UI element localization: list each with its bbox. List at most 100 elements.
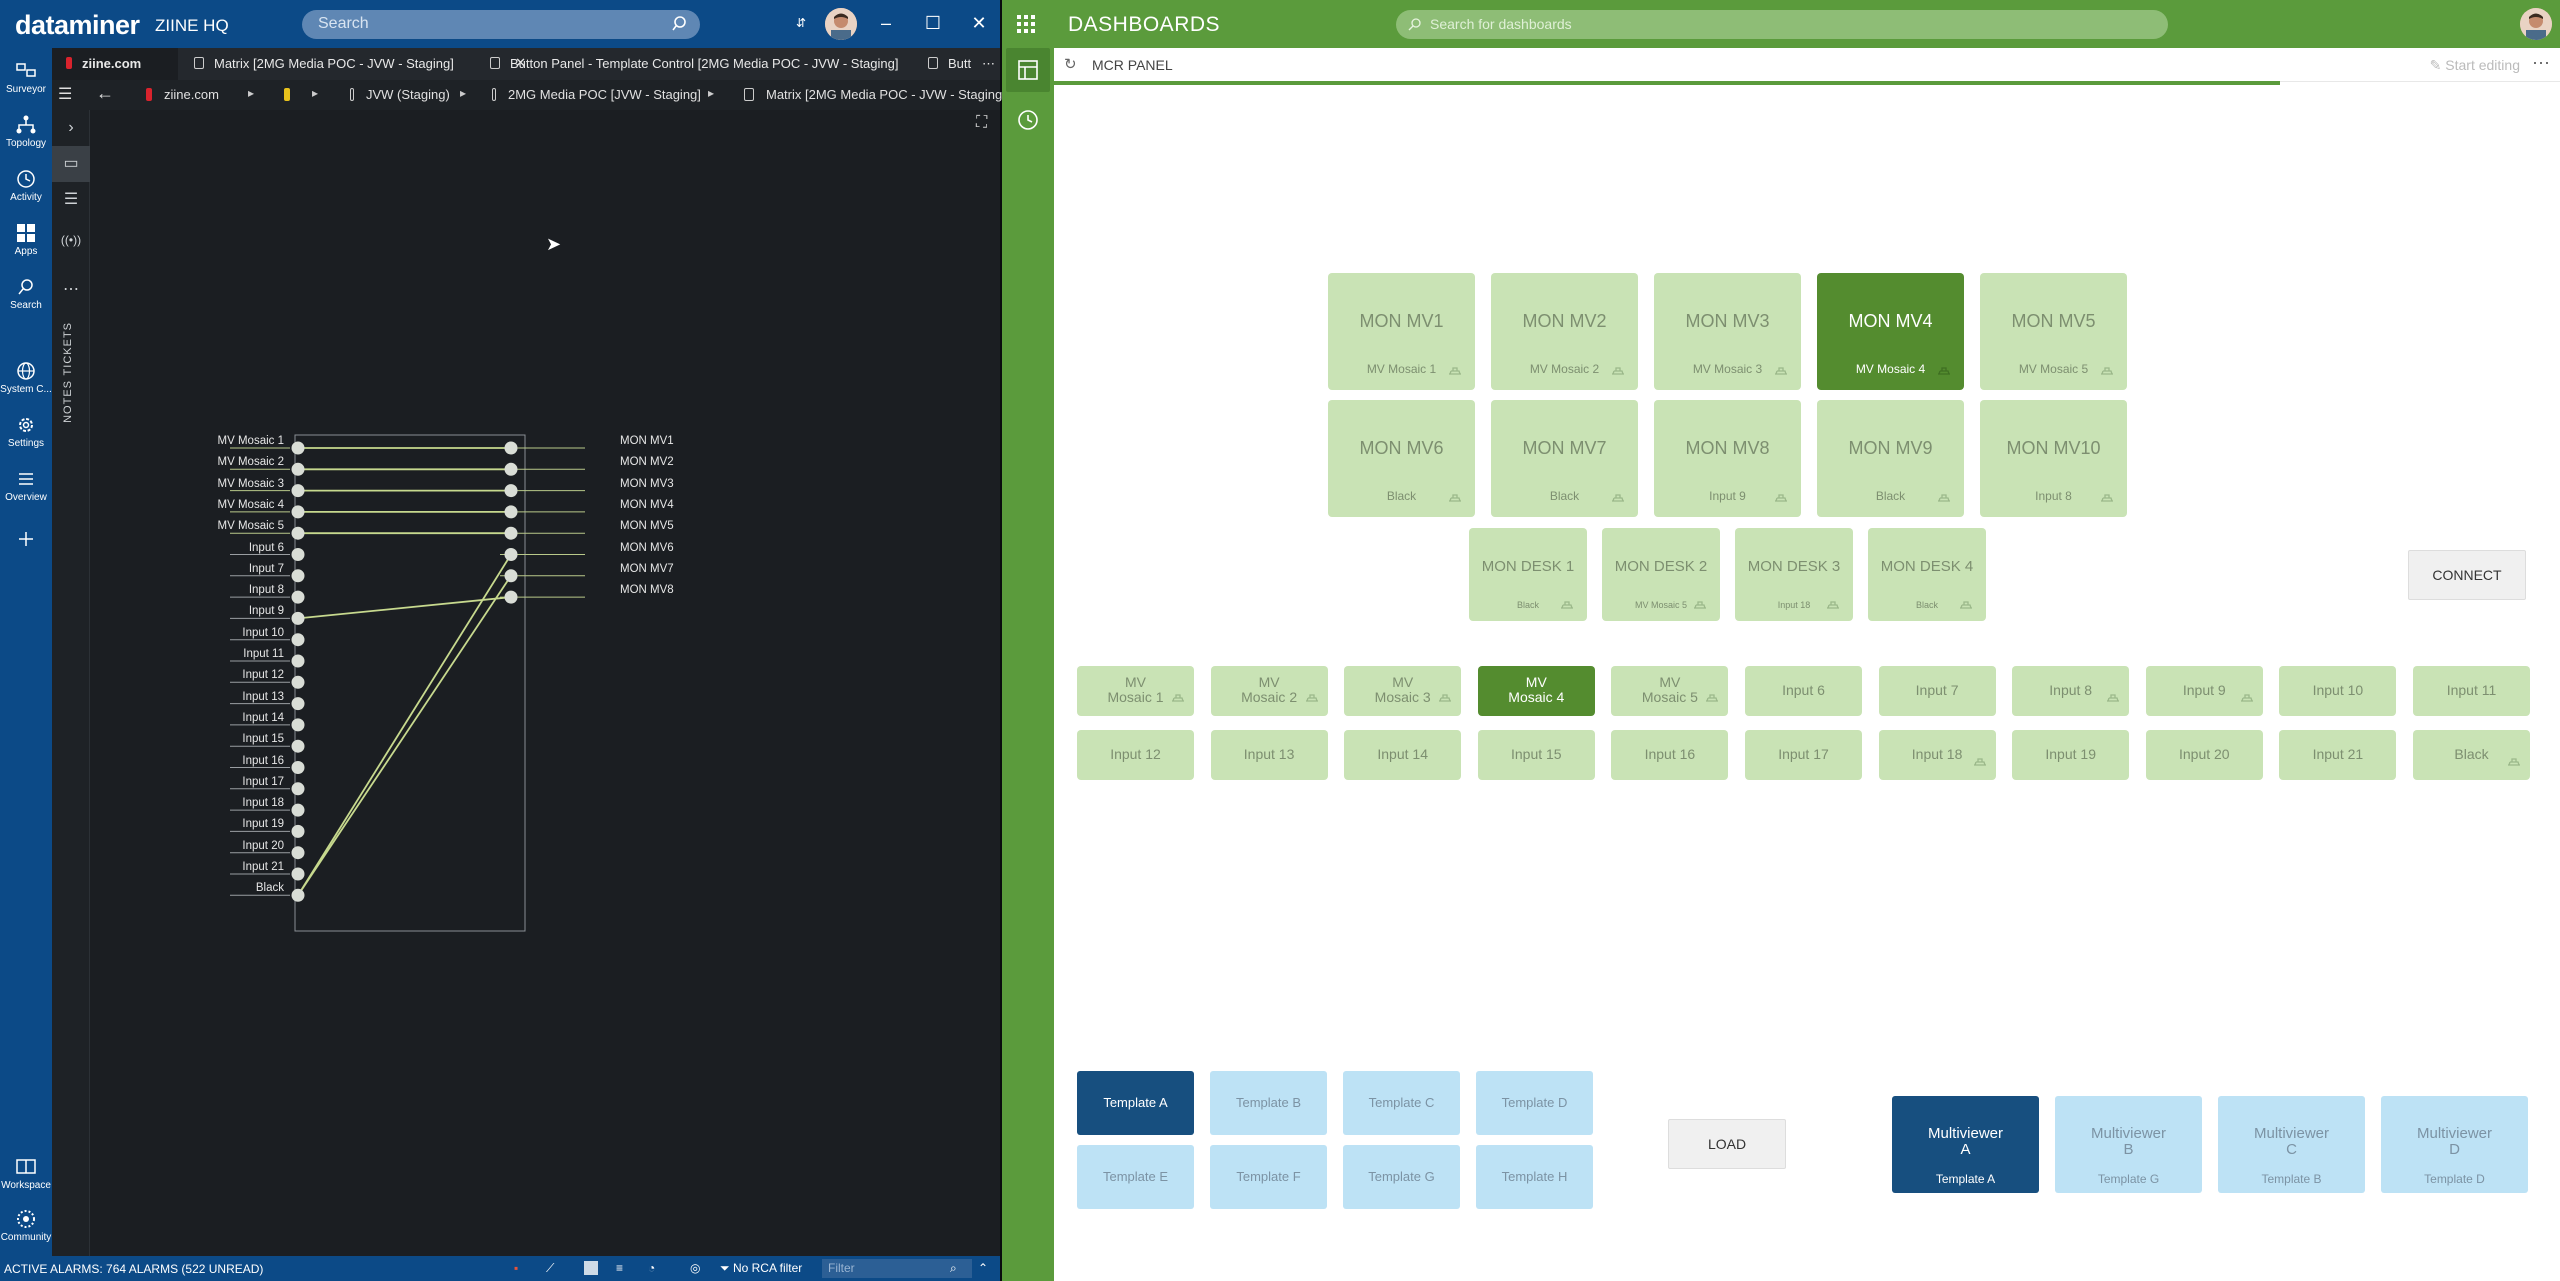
history-nav-item[interactable] [1014,106,1042,134]
input-node[interactable] [291,654,305,668]
input-node[interactable] [291,803,305,817]
source-button[interactable]: Input 14 [1344,730,1462,780]
tab-button-panel[interactable]: Button Panel - Template Control [2MG Med… [490,48,910,80]
dashboards-search-input[interactable]: Search for dashboards [1396,10,2168,39]
expand-chevron-icon[interactable]: › [68,119,74,136]
template-button[interactable]: Template G [1343,1145,1460,1209]
rail-activity[interactable]: Activity [0,168,52,203]
input-node[interactable] [291,782,305,796]
notes-tab[interactable]: NOTES [62,380,74,423]
rail-overview[interactable]: Overview [0,468,52,503]
hamburger-icon[interactable]: ☰ [58,86,73,103]
template-button[interactable]: Template D [1476,1071,1593,1135]
search-icon[interactable]: ⌕ [950,1261,957,1275]
alarm-filter-input[interactable]: Filter [822,1259,972,1278]
trend-icon[interactable]: ⟋ [546,1261,555,1275]
matrix-diagram[interactable] [90,110,1000,1010]
source-button[interactable]: MV Mosaic 1 [1077,666,1194,716]
rail-workspace[interactable]: Workspace [0,1156,52,1191]
rail-add[interactable] [0,528,52,550]
input-node[interactable] [291,739,305,753]
source-button[interactable]: Input 19 [2012,730,2130,780]
output-node[interactable] [504,505,518,519]
rail-surveyor[interactable]: Surveyor [0,60,52,95]
tickets-tab[interactable]: TICKETS [62,322,74,376]
minimize-icon[interactable]: – [880,13,891,33]
input-node[interactable] [291,590,305,604]
input-node[interactable] [291,824,305,838]
source-button[interactable]: Input 11 [2413,666,2530,716]
source-button[interactable]: MV Mosaic 2 [1210,666,1328,716]
load-button[interactable]: LOAD [1668,1119,1786,1169]
output-node[interactable] [504,484,518,498]
source-button[interactable]: Input 9 [2145,666,2263,716]
template-button[interactable]: Template B [1210,1071,1327,1135]
input-node[interactable] [291,697,305,711]
source-button[interactable]: Input 15 [1477,730,1595,780]
back-arrow-icon[interactable]: ← [96,83,114,103]
input-node[interactable] [291,548,305,561]
input-node[interactable] [291,675,305,689]
close-icon[interactable]: ✕ [971,13,987,33]
crumb-jvw[interactable]: JVW (Staging) [350,87,450,102]
avatar[interactable] [825,8,857,40]
template-button[interactable]: Template C [1343,1071,1460,1135]
sort-icon[interactable]: ⇵ [795,16,807,30]
chevron-up-icon[interactable]: ⌃ [978,1261,989,1275]
source-button[interactable]: Input 8 [2012,666,2130,716]
input-node[interactable] [291,888,305,902]
rail-system-center[interactable]: System C... [0,360,52,395]
input-node[interactable] [291,633,305,647]
input-node[interactable] [291,569,305,583]
template-button[interactable]: Template F [1210,1145,1327,1209]
source-button[interactable]: MV Mosaic 4 [1477,666,1595,716]
visual-page-icon[interactable]: ▭ [52,146,90,182]
alarm-colors-icon[interactable]: ▪ [514,1261,519,1275]
bars-icon[interactable]: ≡ [616,1261,624,1275]
maximize-icon[interactable]: ☐ [924,13,942,33]
input-node[interactable] [291,718,305,732]
source-button[interactable]: MV Mosaic 5 [1611,666,1729,716]
app-grid-icon[interactable] [1016,14,1036,34]
input-node[interactable] [291,611,305,625]
template-button[interactable]: Template E [1077,1145,1194,1209]
template-button[interactable]: Template H [1476,1145,1593,1209]
cube-search-input[interactable]: Search [302,10,700,39]
tab-more-icon[interactable]: ⋯ [982,56,995,71]
dashboards-nav-item[interactable] [1006,48,1050,92]
source-button[interactable]: Input 7 [1878,666,1996,716]
source-button[interactable]: Input 13 [1210,730,1328,780]
source-button[interactable]: Input 10 [2279,666,2397,716]
focus-icon[interactable]: ◎ [690,1261,701,1275]
rail-community[interactable]: Community [0,1208,52,1243]
source-button[interactable]: Input 12 [1077,730,1194,780]
tab-overflow[interactable]: Butt [928,48,980,80]
input-node[interactable] [291,441,305,455]
avatar[interactable] [2520,8,2552,40]
source-button[interactable]: Black [2413,730,2530,780]
rail-apps[interactable]: Apps [0,222,52,257]
output-node[interactable] [504,462,518,476]
input-node[interactable] [291,462,305,476]
broadcast-icon[interactable]: ((•)) [60,233,82,247]
rail-settings[interactable]: Settings [0,414,52,449]
source-button[interactable]: Input 20 [2145,730,2263,780]
template-button[interactable]: Template A [1077,1071,1194,1135]
crumb-matrix[interactable]: Matrix [2MG Media POC - JVW - Staging] [744,87,1006,102]
crumb-poc[interactable]: 2MG Media POC [JVW - Staging] [492,87,701,102]
source-button[interactable]: Input 18 [1878,730,1996,780]
